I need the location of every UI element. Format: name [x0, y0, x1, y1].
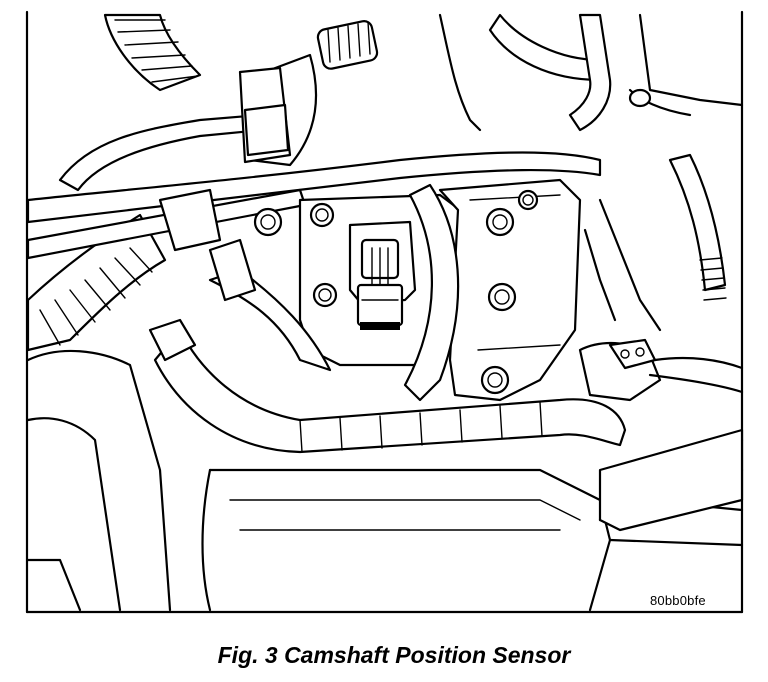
upper-right-tubes — [583, 153, 727, 332]
bolt — [485, 207, 515, 237]
bolt — [480, 365, 510, 395]
wiring-harness — [148, 183, 627, 454]
bolt — [309, 202, 335, 228]
figure-caption: Fig. 3 Camshaft Position Sensor — [217, 642, 571, 668]
mounting-bolts — [253, 189, 539, 395]
hose-with-clamp — [238, 20, 379, 167]
bolt — [312, 282, 338, 308]
figure-code: 80bb0bfe — [650, 593, 706, 608]
bolt — [487, 282, 517, 312]
right-side-connector — [578, 338, 744, 532]
bolt — [253, 207, 283, 237]
bolt — [517, 189, 539, 211]
camshaft-position-sensor — [348, 220, 417, 330]
corrugated-hose-left — [26, 13, 202, 352]
